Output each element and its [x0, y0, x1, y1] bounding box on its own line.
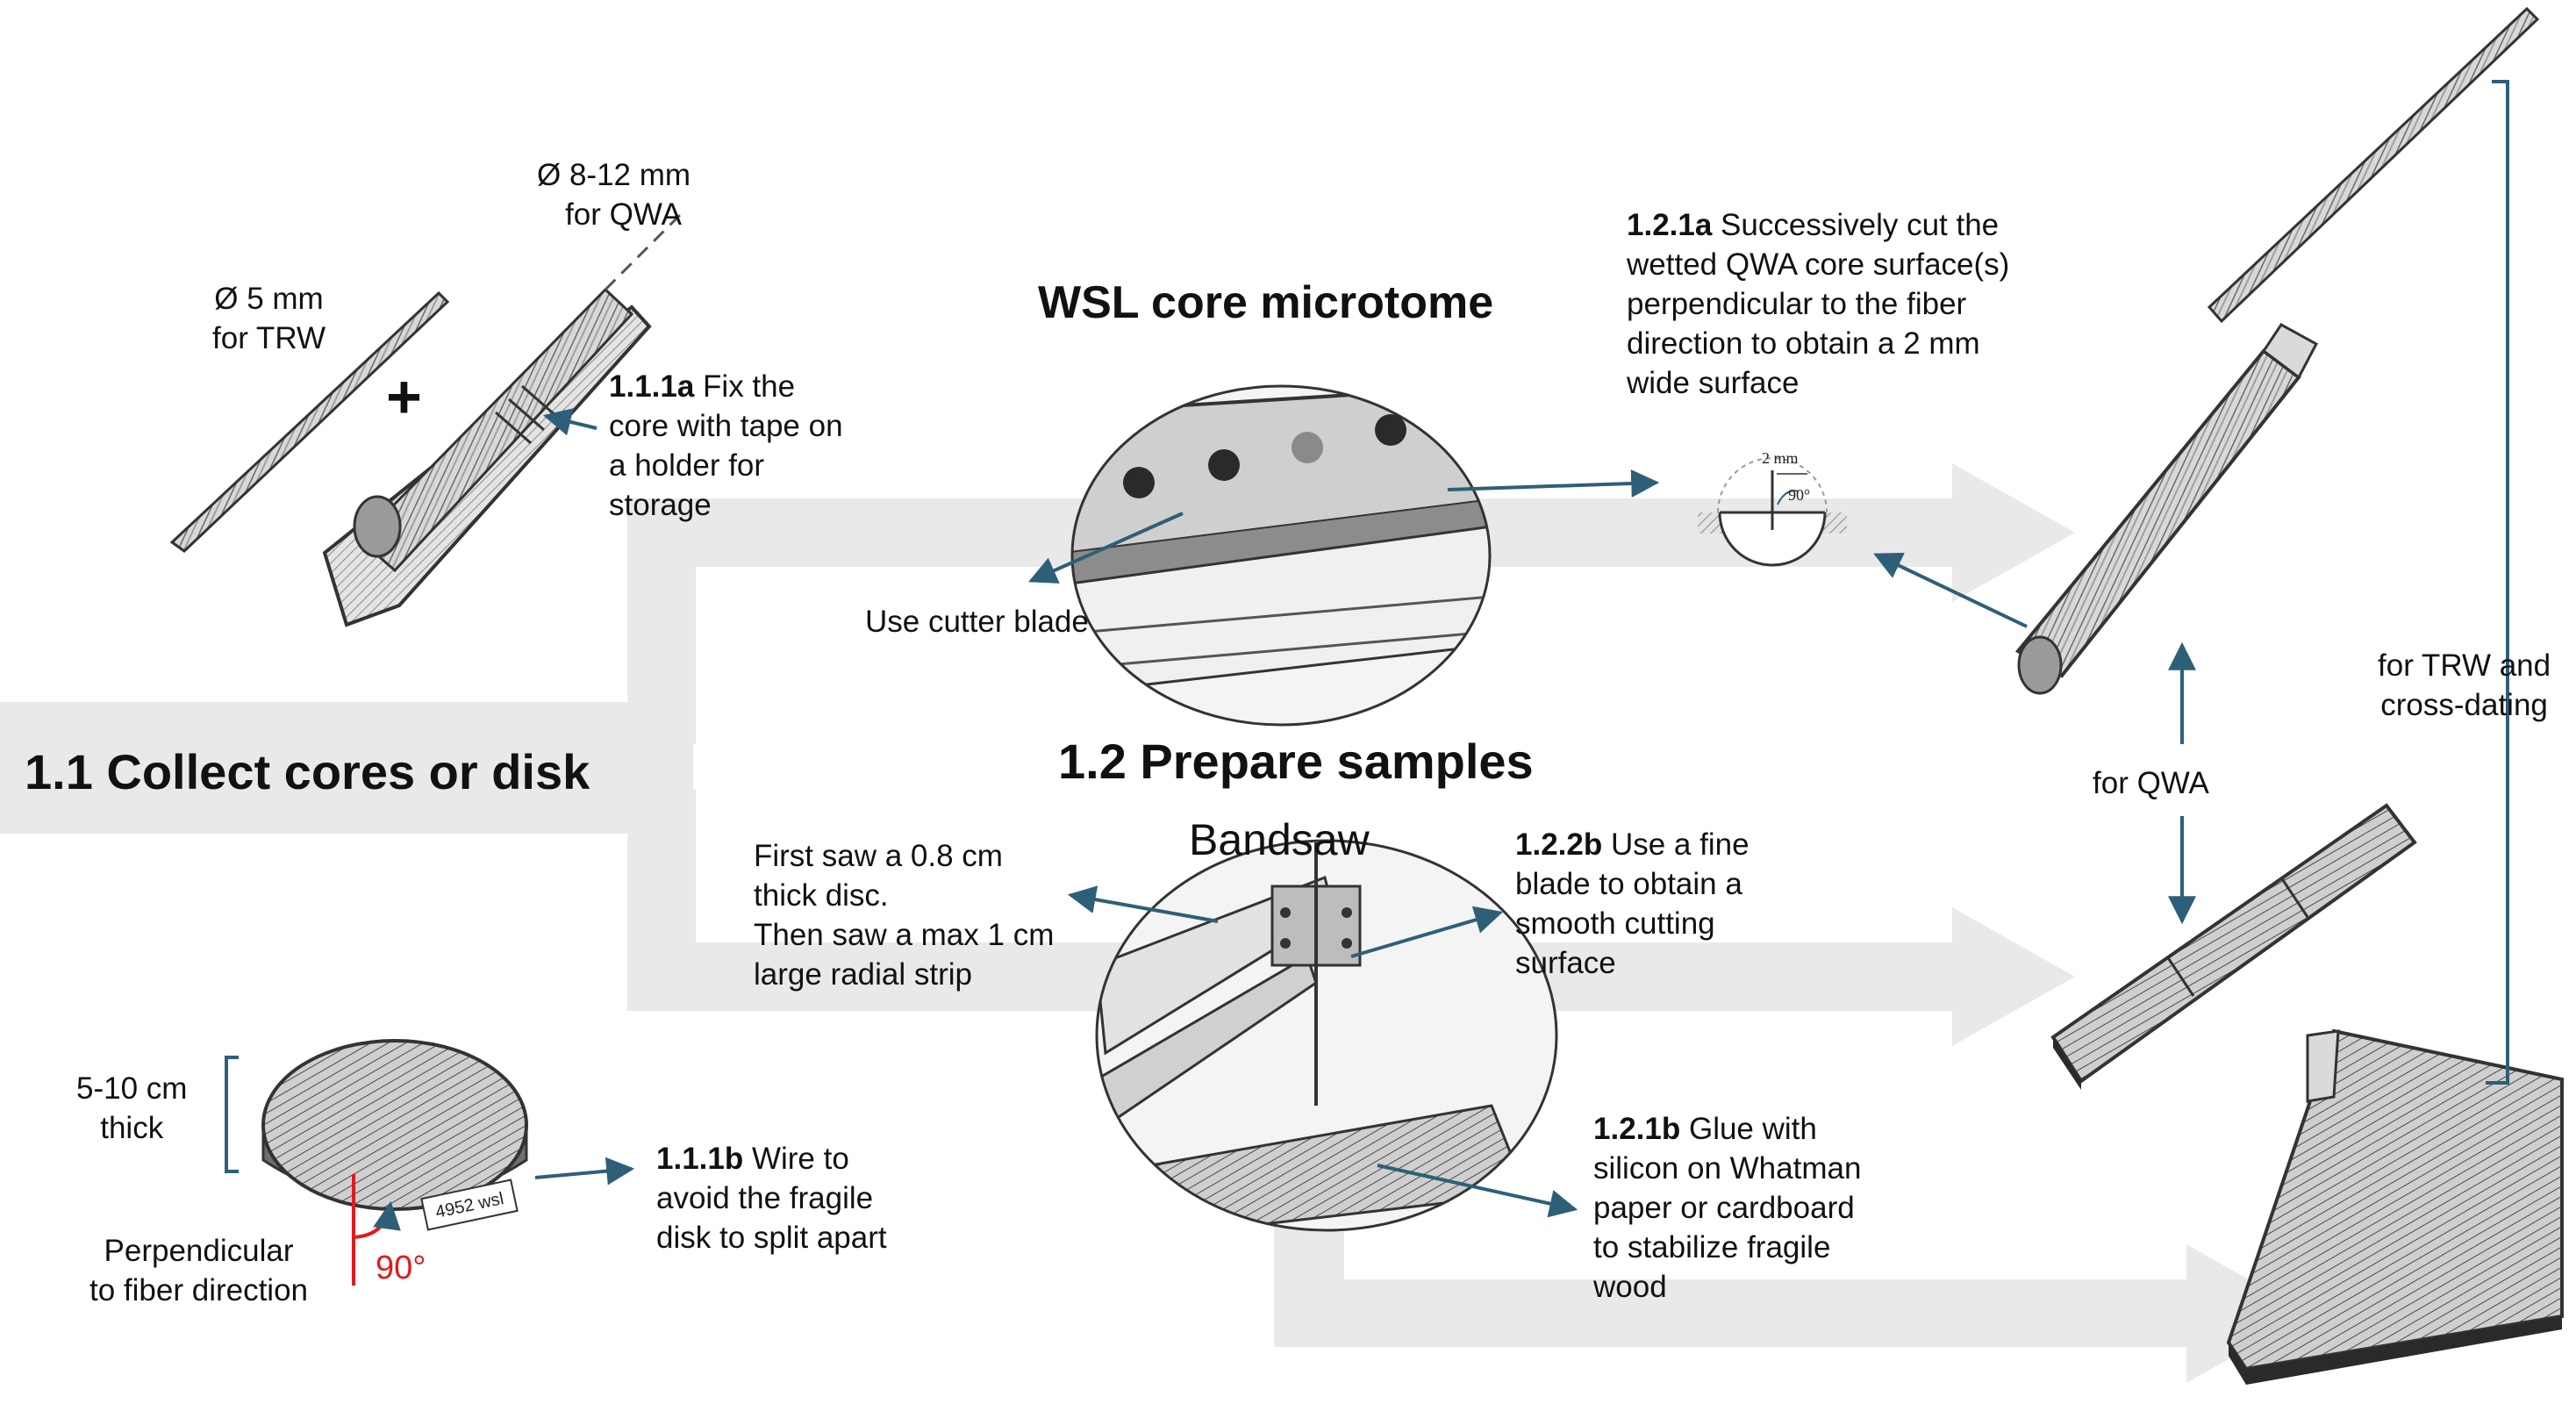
band-lower-arrowhead — [1952, 907, 2075, 1046]
arrow-to-inset — [1447, 469, 1660, 498]
step-122b-line3: smooth cutting — [1515, 906, 1715, 941]
label-dia-qwa: Ø 8-12 mm for QWA — [537, 155, 691, 234]
qwa-strip — [2050, 803, 2417, 1090]
surface-inset: 2 mm 90° — [1698, 449, 1847, 567]
bandsaw-photo — [1095, 839, 1558, 1232]
inset-angle-text: 90° — [1788, 486, 1810, 504]
label-saw-disc-line3: Then saw a max 1 cm — [754, 918, 1055, 952]
step-111b: 1.1.1b Wire to avoid the fragile disk to… — [656, 1139, 887, 1257]
step-111a-line3: a holder for — [609, 448, 765, 483]
inset-width-text: 2 mm — [1762, 449, 1799, 467]
step-111a-line4: storage — [609, 488, 712, 522]
perpendicular-angle-mark — [352, 1174, 401, 1286]
arrow-qwa-to-inset — [1873, 552, 2028, 628]
arrow-111a — [542, 408, 597, 436]
arrow-111b — [534, 1157, 635, 1186]
disk-segment — [2226, 1028, 2564, 1385]
label-saw-disc-line4: large radial strip — [754, 957, 972, 992]
band-bottom — [1274, 1279, 2186, 1347]
label-saw-disc-line1: First saw a 0.8 cm — [754, 839, 1003, 873]
band-collect — [0, 702, 693, 834]
heading-collect: 1.1 Collect cores or disk — [25, 744, 590, 799]
step-111a-id: 1.1.1a — [609, 369, 695, 404]
thickness-bracket — [225, 1056, 239, 1173]
label-cutter-blade: Use cutter blade — [865, 605, 1089, 639]
step-121b-line2: silicon on Whatman — [1593, 1151, 1862, 1186]
plus-sign: + — [386, 362, 422, 431]
step-122b-line2: blade to obtain a — [1515, 867, 1742, 901]
label-thickness-line2: thick — [100, 1111, 164, 1145]
wood-disk: 4952 wsl — [261, 1039, 528, 1231]
step-122b-text1: Use a fine — [1610, 827, 1750, 862]
step-122b-line1: 1.2.2b Use a fine — [1515, 825, 1750, 864]
band-upper-arrowhead — [1952, 463, 2075, 602]
trw-core — [169, 290, 450, 553]
label-dia-qwa-line1: Ø 8-12 mm — [537, 158, 691, 192]
step-121a-line4: direction to obtain a 2 mm — [1627, 326, 1980, 361]
step-111b-line1: 1.1.1b Wire to — [656, 1139, 887, 1178]
step-111b-line2: avoid the fragile — [656, 1181, 874, 1215]
arrow-cutter — [1028, 512, 1184, 584]
step-122b-line4: surface — [1515, 946, 1616, 980]
label-perpendicular-line2: to fiber direction — [89, 1273, 309, 1307]
trw-core-right — [2207, 6, 2540, 324]
label-dia-trw-line1: Ø 5 mm — [214, 282, 324, 316]
step-111a-line2: core with tape on — [609, 409, 843, 443]
arrow-122b — [1350, 906, 1504, 958]
label-dia-trw-line2: for TRW — [212, 321, 326, 355]
arrow-saw-disc — [1067, 885, 1219, 923]
step-121a: 1.2.1a Successively cut the wetted QWA c… — [1627, 205, 2009, 403]
microtome-photo — [1070, 384, 1492, 727]
label-for-trw-line2: cross-dating — [2380, 688, 2548, 722]
label-thickness-line1: 5-10 cm — [76, 1071, 188, 1106]
step-111b-line3: disk to split apart — [656, 1221, 887, 1255]
label-dia-trw: Ø 5 mm for TRW — [212, 279, 326, 358]
label-perpendicular: Perpendicular to fiber direction — [89, 1231, 308, 1310]
step-121a-line1: 1.2.1a Successively cut the — [1627, 205, 2009, 245]
arrow-121b — [1377, 1164, 1578, 1218]
annotation-arrows — [534, 408, 2196, 1218]
step-111b-id: 1.1.1b — [656, 1142, 744, 1176]
step-121b-line5: wood — [1593, 1270, 1667, 1304]
step-121b-line4: to stabilize fragile — [1593, 1230, 1831, 1264]
trw-bracket — [2486, 80, 2509, 1085]
step-111b-text1: Wire to — [751, 1142, 849, 1176]
label-dia-qwa-line2: for QWA — [565, 197, 682, 232]
label-for-qwa: for QWA — [2093, 766, 2209, 800]
step-111a-text1: Fix the — [703, 369, 796, 404]
step-122b: 1.2.2b Use a fine blade to obtain a smoo… — [1515, 825, 1750, 983]
step-121b-text1: Glue with — [1688, 1112, 1817, 1146]
heading-microtome: WSL core microtome — [1038, 277, 1494, 328]
step-111a: 1.1.1a Fix the core with tape on a holde… — [609, 367, 843, 525]
step-121a-text1: Successively cut the — [1721, 208, 2000, 242]
step-121b-line1: 1.2.1b Glue with — [1593, 1109, 1861, 1149]
label-perpendicular-line1: Perpendicular — [104, 1234, 294, 1268]
label-for-trw: for TRW and cross-dating — [2378, 646, 2551, 725]
label-angle-90: 90° — [376, 1250, 426, 1286]
process-bands — [0, 463, 2309, 1383]
label-thickness: 5-10 cm thick — [76, 1069, 187, 1148]
step-121a-id: 1.2.1a — [1627, 208, 1713, 242]
heading-bandsaw: Bandsaw — [1189, 815, 1370, 864]
step-122b-id: 1.2.2b — [1515, 827, 1603, 862]
step-121b-id: 1.2.1b — [1593, 1112, 1681, 1146]
label-saw-disc-line2: thick disc. — [754, 878, 889, 913]
step-121b-line3: paper or cardboard — [1593, 1191, 1855, 1225]
step-121a-line3: perpendicular to the fiber — [1627, 287, 1967, 321]
label-for-trw-line1: for TRW and — [2378, 648, 2551, 683]
disk-label-tag: 4952 wsl — [420, 1178, 519, 1231]
heading-prepare: 1.2 Prepare samples — [1058, 734, 1534, 789]
label-saw-disc: First saw a 0.8 cm thick disc. Then saw … — [754, 836, 1054, 994]
qwa-core — [2014, 323, 2319, 695]
step-121a-line2: wetted QWA core surface(s) — [1627, 247, 2010, 282]
step-111a-line1: 1.1.1a Fix the — [609, 367, 843, 406]
step-121b: 1.2.1b Glue with silicon on Whatman pape… — [1593, 1109, 1861, 1307]
step-121a-line5: wide surface — [1627, 366, 1800, 400]
core-holder — [322, 209, 686, 627]
